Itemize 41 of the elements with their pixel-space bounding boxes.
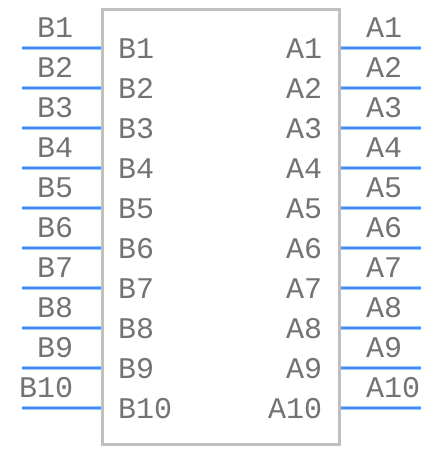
pin-number: B1 — [36, 15, 73, 45]
pin-name: B4 — [118, 156, 154, 186]
pin-name: B9 — [118, 356, 154, 386]
pin-number: B4 — [36, 135, 73, 165]
pin-name: B3 — [118, 116, 154, 146]
pin-number: B9 — [36, 335, 73, 365]
pin-name: A6 — [286, 236, 322, 266]
pin-name: B5 — [118, 196, 154, 226]
component-body — [101, 8, 341, 446]
pin-name: A10 — [268, 396, 322, 426]
pin-number: B7 — [36, 255, 73, 285]
pin-name: A8 — [286, 316, 322, 346]
pin-number: A5 — [366, 175, 402, 205]
pin-number: B8 — [36, 295, 73, 325]
pin-name: A7 — [286, 276, 322, 306]
pin-name: A1 — [286, 36, 322, 66]
pin-name: B6 — [118, 236, 154, 266]
pin-number: B6 — [36, 215, 73, 245]
pin-number: B5 — [36, 175, 73, 205]
pin-number: A4 — [366, 135, 402, 165]
pin-name: A4 — [286, 156, 322, 186]
pin-number: A10 — [366, 375, 420, 405]
pin-name: B1 — [118, 36, 154, 66]
pin-number: A1 — [366, 15, 402, 45]
pin-number: A2 — [366, 55, 402, 85]
pin-number: A7 — [366, 255, 402, 285]
pin-name: B8 — [118, 316, 154, 346]
pin-name: A2 — [286, 76, 322, 106]
pin-number: B2 — [36, 55, 73, 85]
pin-number: A6 — [366, 215, 402, 245]
pin-name: A5 — [286, 196, 322, 226]
pin-number: B10 — [18, 375, 73, 405]
pin-name: B2 — [118, 76, 154, 106]
pin-number: A9 — [366, 335, 402, 365]
pin-number: A8 — [366, 295, 402, 325]
pin-name: B10 — [118, 396, 172, 426]
pin-name: A9 — [286, 356, 322, 386]
pin-name: B7 — [118, 276, 154, 306]
pin-number: B3 — [36, 95, 73, 125]
pin-number: A3 — [366, 95, 402, 125]
pin-name: A3 — [286, 116, 322, 146]
